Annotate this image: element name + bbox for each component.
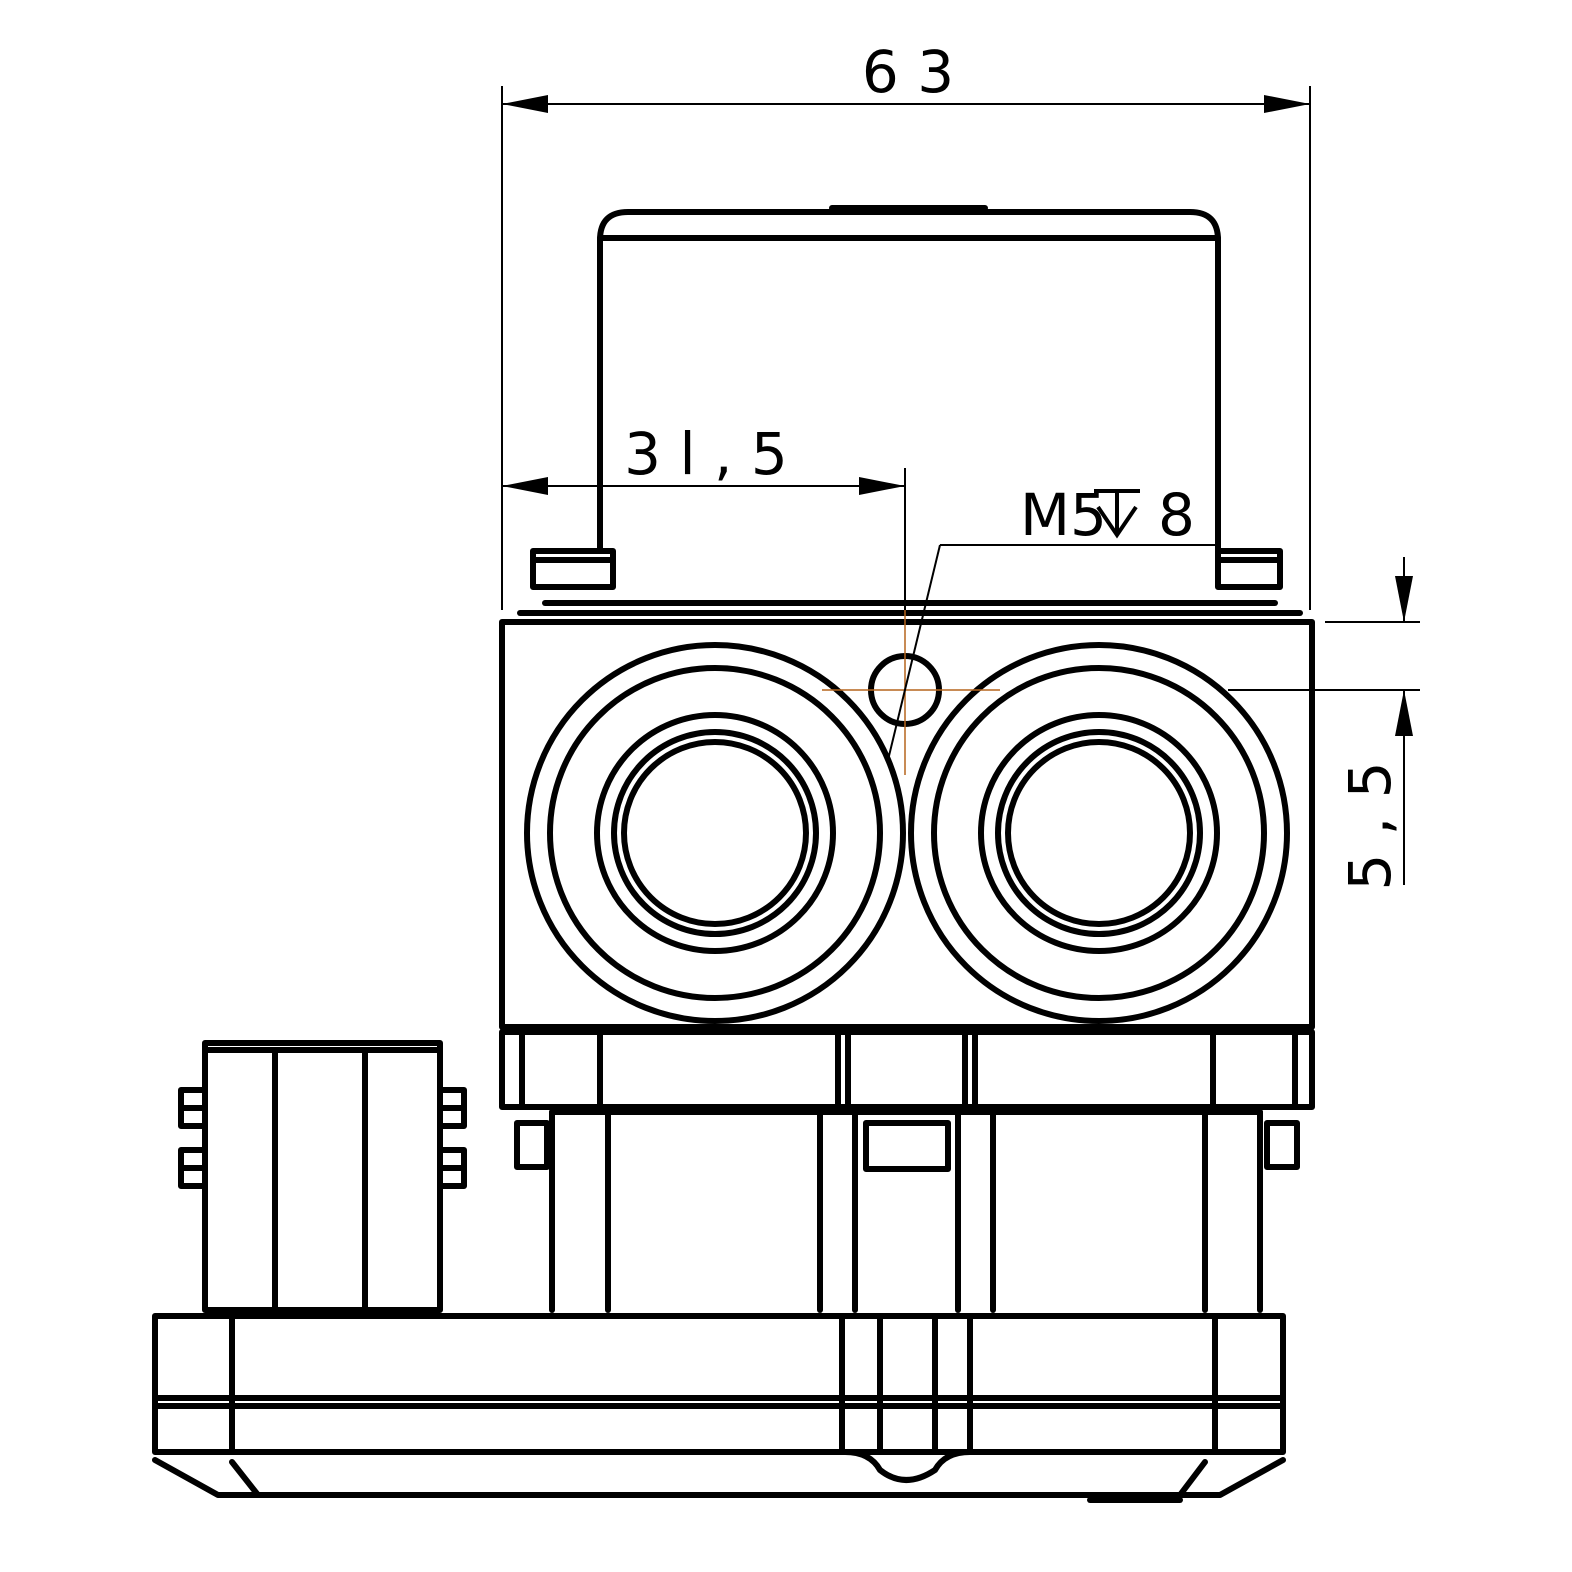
bottom-rail <box>152 1313 1286 1503</box>
depth-symbol <box>1094 489 1140 539</box>
right-port <box>908 642 1290 1024</box>
base-block <box>499 1029 1315 1313</box>
main-body <box>499 619 1315 1030</box>
right-tab <box>1215 548 1283 590</box>
vertical-offset-label: 5 , 5 <box>1336 761 1404 890</box>
thread-depth-label: 8 <box>1158 481 1195 549</box>
dimension-vertical-offset: 5 , 5 <box>1228 557 1420 891</box>
side-connector <box>178 1040 467 1313</box>
overall-width-label: 6 3 <box>862 38 954 106</box>
top-housing <box>517 205 1303 616</box>
left-port <box>524 642 906 1024</box>
center-offset-label: 3 l , 5 <box>624 420 788 488</box>
thread-size-label: M5 <box>1020 481 1107 549</box>
thread-callout: M5 8 <box>887 481 1218 761</box>
left-tab <box>530 548 616 590</box>
dimension-overall-width: 6 3 <box>501 38 1311 610</box>
dimension-center-offset: 3 l , 5 <box>502 420 906 610</box>
